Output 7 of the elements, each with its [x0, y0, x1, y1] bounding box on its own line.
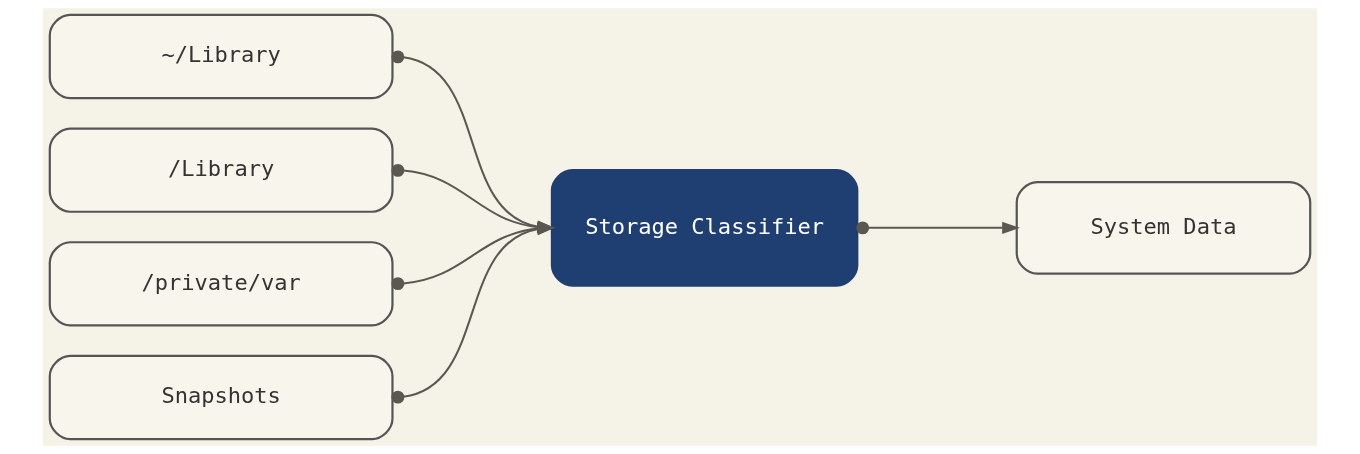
- arrow: [856, 221, 1020, 235]
- node-box: ~/Library: [48, 13, 394, 100]
- node-box: Snapshots: [48, 354, 394, 441]
- node-box: /Library: [48, 127, 394, 213]
- node-box: System Data: [1015, 180, 1312, 275]
- node-box: Storage Classifier: [550, 169, 859, 287]
- node-box: /private/var: [48, 241, 394, 327]
